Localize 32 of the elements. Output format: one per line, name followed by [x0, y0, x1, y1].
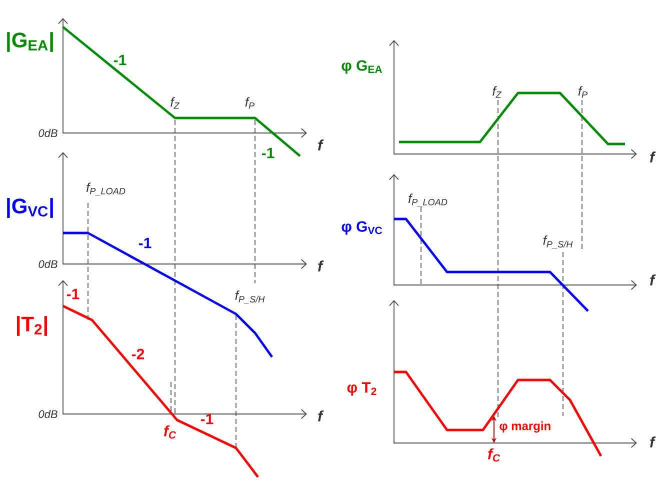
zero-db-label: 0dB — [38, 260, 58, 268]
axis-title: |T$_{2}$| — [16, 316, 48, 336]
slope-label: -1 — [200, 414, 214, 424]
axis-title: φ G$_{EA}$ — [342, 60, 382, 74]
slope-label: -2 — [132, 348, 144, 360]
axis-label: f — [650, 436, 656, 448]
frequency-label: f$_{P_LOAD}$ — [408, 194, 448, 206]
frequency-label: f$_{P}$ — [245, 97, 255, 109]
margin-label: φ margin — [500, 421, 550, 433]
axis-label: f — [318, 410, 324, 422]
slope-label: -1 — [114, 54, 126, 66]
axis-label: f — [318, 260, 324, 272]
zero-db-label: 0dB — [38, 410, 58, 418]
axis-title: |G$_{VC}$| — [7, 198, 53, 218]
slope-label: -1 — [262, 148, 274, 158]
axis-title: φ G$_{VC}$ — [342, 221, 382, 235]
axis-title: φ T$_{2}$ — [347, 382, 376, 396]
zero-db-label: 0dB — [38, 128, 58, 138]
frequency-label: f$_{P_S/H}$ — [543, 236, 573, 248]
frequency-label: f$_{P}$ — [578, 86, 588, 98]
frequency-label: f$_{Z}$ — [492, 86, 502, 98]
slope-label: -1 — [138, 238, 152, 248]
axis-title: |G$_{EA}$| — [7, 32, 53, 52]
frequency-label: f$_{C}$ — [164, 425, 176, 439]
frequency-label: f$_{P_LOAD}$ — [86, 182, 126, 196]
axis-label: f — [650, 274, 656, 286]
frequency-label: f$_{Z}$ — [170, 97, 180, 109]
frequency-label: f$_{C}$ — [488, 448, 500, 462]
frequency-label: f$_{P_S/H}$ — [235, 290, 265, 304]
axis-label: f — [318, 140, 324, 150]
axis-label: f — [650, 152, 656, 162]
slope-label: -1 — [66, 288, 80, 300]
